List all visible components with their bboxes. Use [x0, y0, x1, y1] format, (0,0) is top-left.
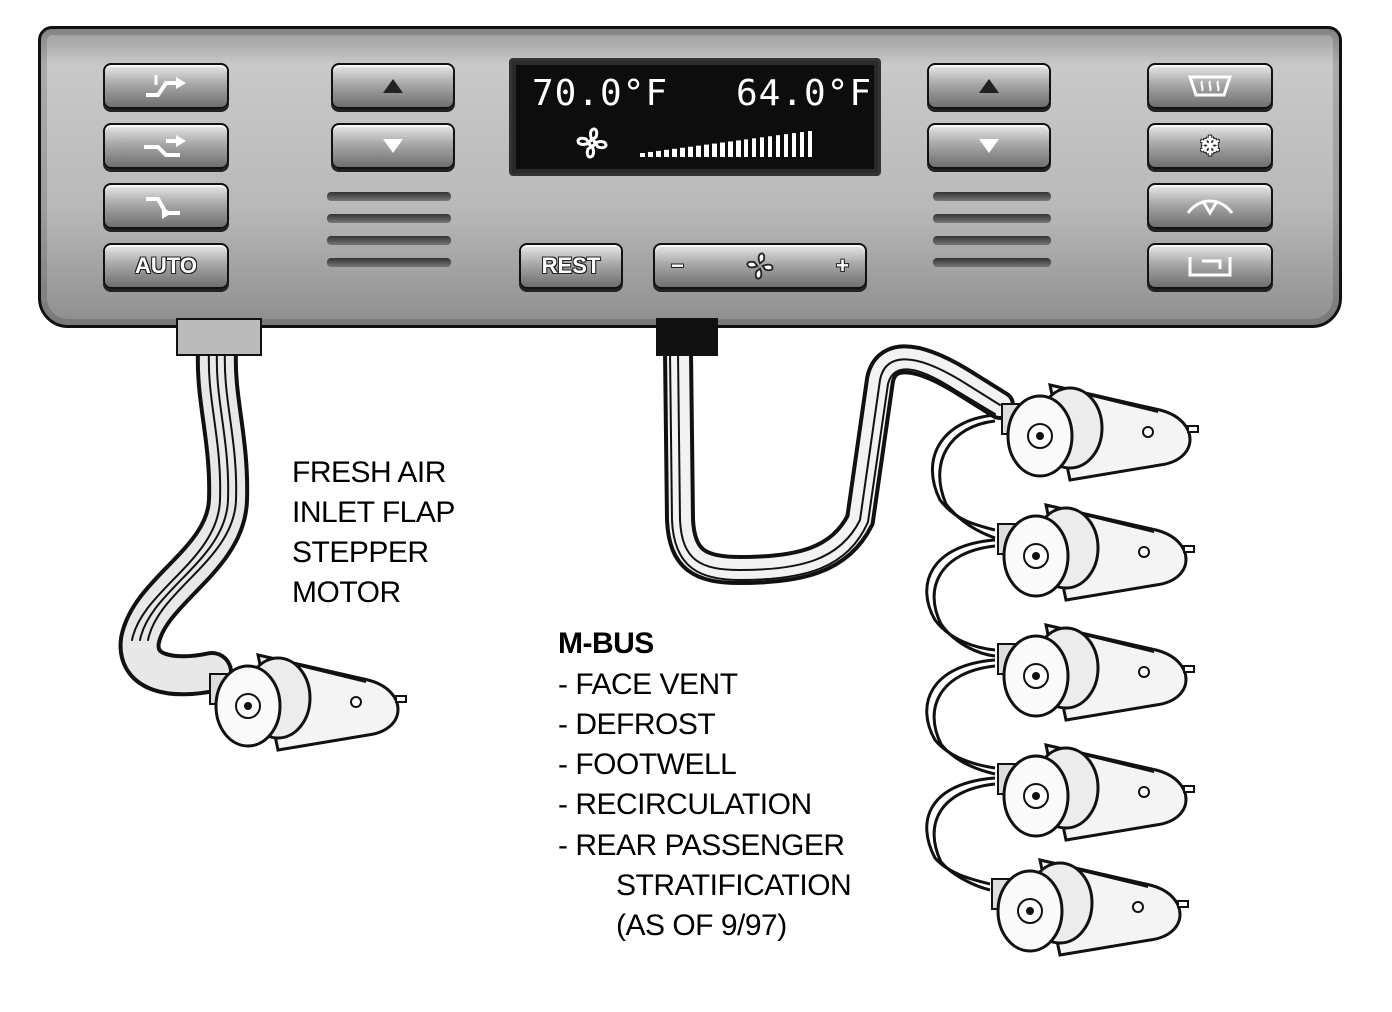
fresh-air-stepper-motor — [209, 653, 407, 752]
stepper-label-line: STEPPER — [292, 536, 429, 569]
fan-bar-segment — [808, 131, 812, 157]
windshield-defrost-icon — [1186, 199, 1234, 216]
front-defrost-button[interactable] — [1147, 183, 1273, 229]
fan-bar-segment — [712, 143, 717, 157]
up-arrow-icon — [979, 79, 999, 93]
footwell-icon — [146, 197, 180, 219]
mode-bilevel-button[interactable] — [103, 123, 229, 169]
fan-bar-segment — [704, 144, 709, 157]
fan-bar-segment — [696, 145, 701, 157]
rest-button[interactable]: REST — [519, 243, 623, 289]
stepper-motor-2 — [997, 503, 1195, 602]
ac-max-button[interactable]: ❄ — [1147, 123, 1273, 169]
fan-bar-segment — [736, 140, 741, 157]
stepper-label-line: MOTOR — [292, 576, 401, 609]
fan-bar-segment — [792, 133, 796, 157]
fan-bar-segment — [680, 147, 685, 157]
auto-button[interactable]: AUTO — [103, 243, 229, 289]
fan-speed-rocker[interactable]: − + — [653, 243, 867, 289]
mbus-item: - REAR PASSENGER — [558, 829, 845, 862]
left-temp-up-button[interactable] — [331, 63, 455, 109]
fan-bar-segment — [744, 139, 748, 157]
mbus-item: - FACE VENT — [558, 668, 738, 701]
down-arrow-icon — [383, 139, 403, 153]
mbus-item: - FOOTWELL — [558, 748, 737, 781]
right-temperature: 64.0°F — [736, 73, 873, 114]
fan-bar-segment — [664, 149, 669, 157]
rear-defrost-icon — [1187, 75, 1233, 97]
mbus-item: - DEFROST — [558, 708, 716, 741]
down-arrow-icon — [979, 139, 999, 153]
fan-bar-segment — [776, 135, 780, 157]
right-temp-up-button[interactable] — [927, 63, 1051, 109]
mbus-item: STRATIFICATION — [616, 869, 852, 902]
fan-bar-segment — [760, 137, 764, 157]
fan-bar-segment — [672, 148, 677, 157]
fan-bar-segment — [728, 141, 733, 157]
fan-bar-segment — [800, 132, 804, 157]
fan-bar-segment — [648, 151, 653, 157]
left-temp-down-button[interactable] — [331, 123, 455, 169]
stepper-label-line: INLET FLAP — [292, 496, 455, 529]
fan-icon — [746, 252, 774, 280]
fan-bar-segment — [688, 146, 693, 157]
stepper-connector — [176, 318, 262, 356]
right-temp-down-button[interactable] — [927, 123, 1051, 169]
fan-bar-segment — [656, 150, 661, 157]
stepper-motor-1 — [1001, 383, 1199, 482]
fan-bar-segment — [640, 153, 645, 157]
fan-bar-segment — [752, 138, 756, 157]
bilevel-icon — [144, 135, 186, 157]
mode-face-button[interactable] — [103, 63, 229, 109]
stepper-motor-4 — [997, 743, 1195, 842]
fan-bar-segment — [720, 142, 725, 157]
left-temperature: 70.0°F — [532, 73, 669, 114]
rear-defrost-button[interactable] — [1147, 63, 1273, 109]
lcd-display: 70.0°F 64.0°F — [509, 58, 881, 176]
mbus-item: - RECIRCULATION — [558, 788, 812, 821]
fan-minus-label: − — [671, 253, 684, 278]
fan-bar-segment — [768, 136, 772, 157]
stepper-motor-3 — [997, 623, 1195, 722]
up-arrow-icon — [383, 79, 403, 93]
mbus-item: (AS OF 9/97) — [616, 909, 787, 942]
fan-speed-bar — [640, 131, 812, 157]
fan-bar-segment — [784, 134, 788, 157]
stepper-motor-5 — [991, 858, 1189, 957]
recirculation-icon — [1188, 257, 1232, 277]
snowflake-icon: ❄ — [1199, 130, 1221, 161]
fan-plus-label: + — [836, 253, 849, 278]
recirculation-button[interactable] — [1147, 243, 1273, 289]
face-vent-icon — [146, 75, 186, 97]
climate-control-panel: AUTO 70.0°F 64.0°F — [38, 26, 1342, 328]
stepper-label-line: FRESH AIR — [292, 456, 446, 489]
mbus-connector — [656, 318, 718, 356]
fan-icon — [576, 127, 608, 159]
mode-footwell-button[interactable] — [103, 183, 229, 229]
mbus-title: M-BUS — [558, 627, 654, 660]
